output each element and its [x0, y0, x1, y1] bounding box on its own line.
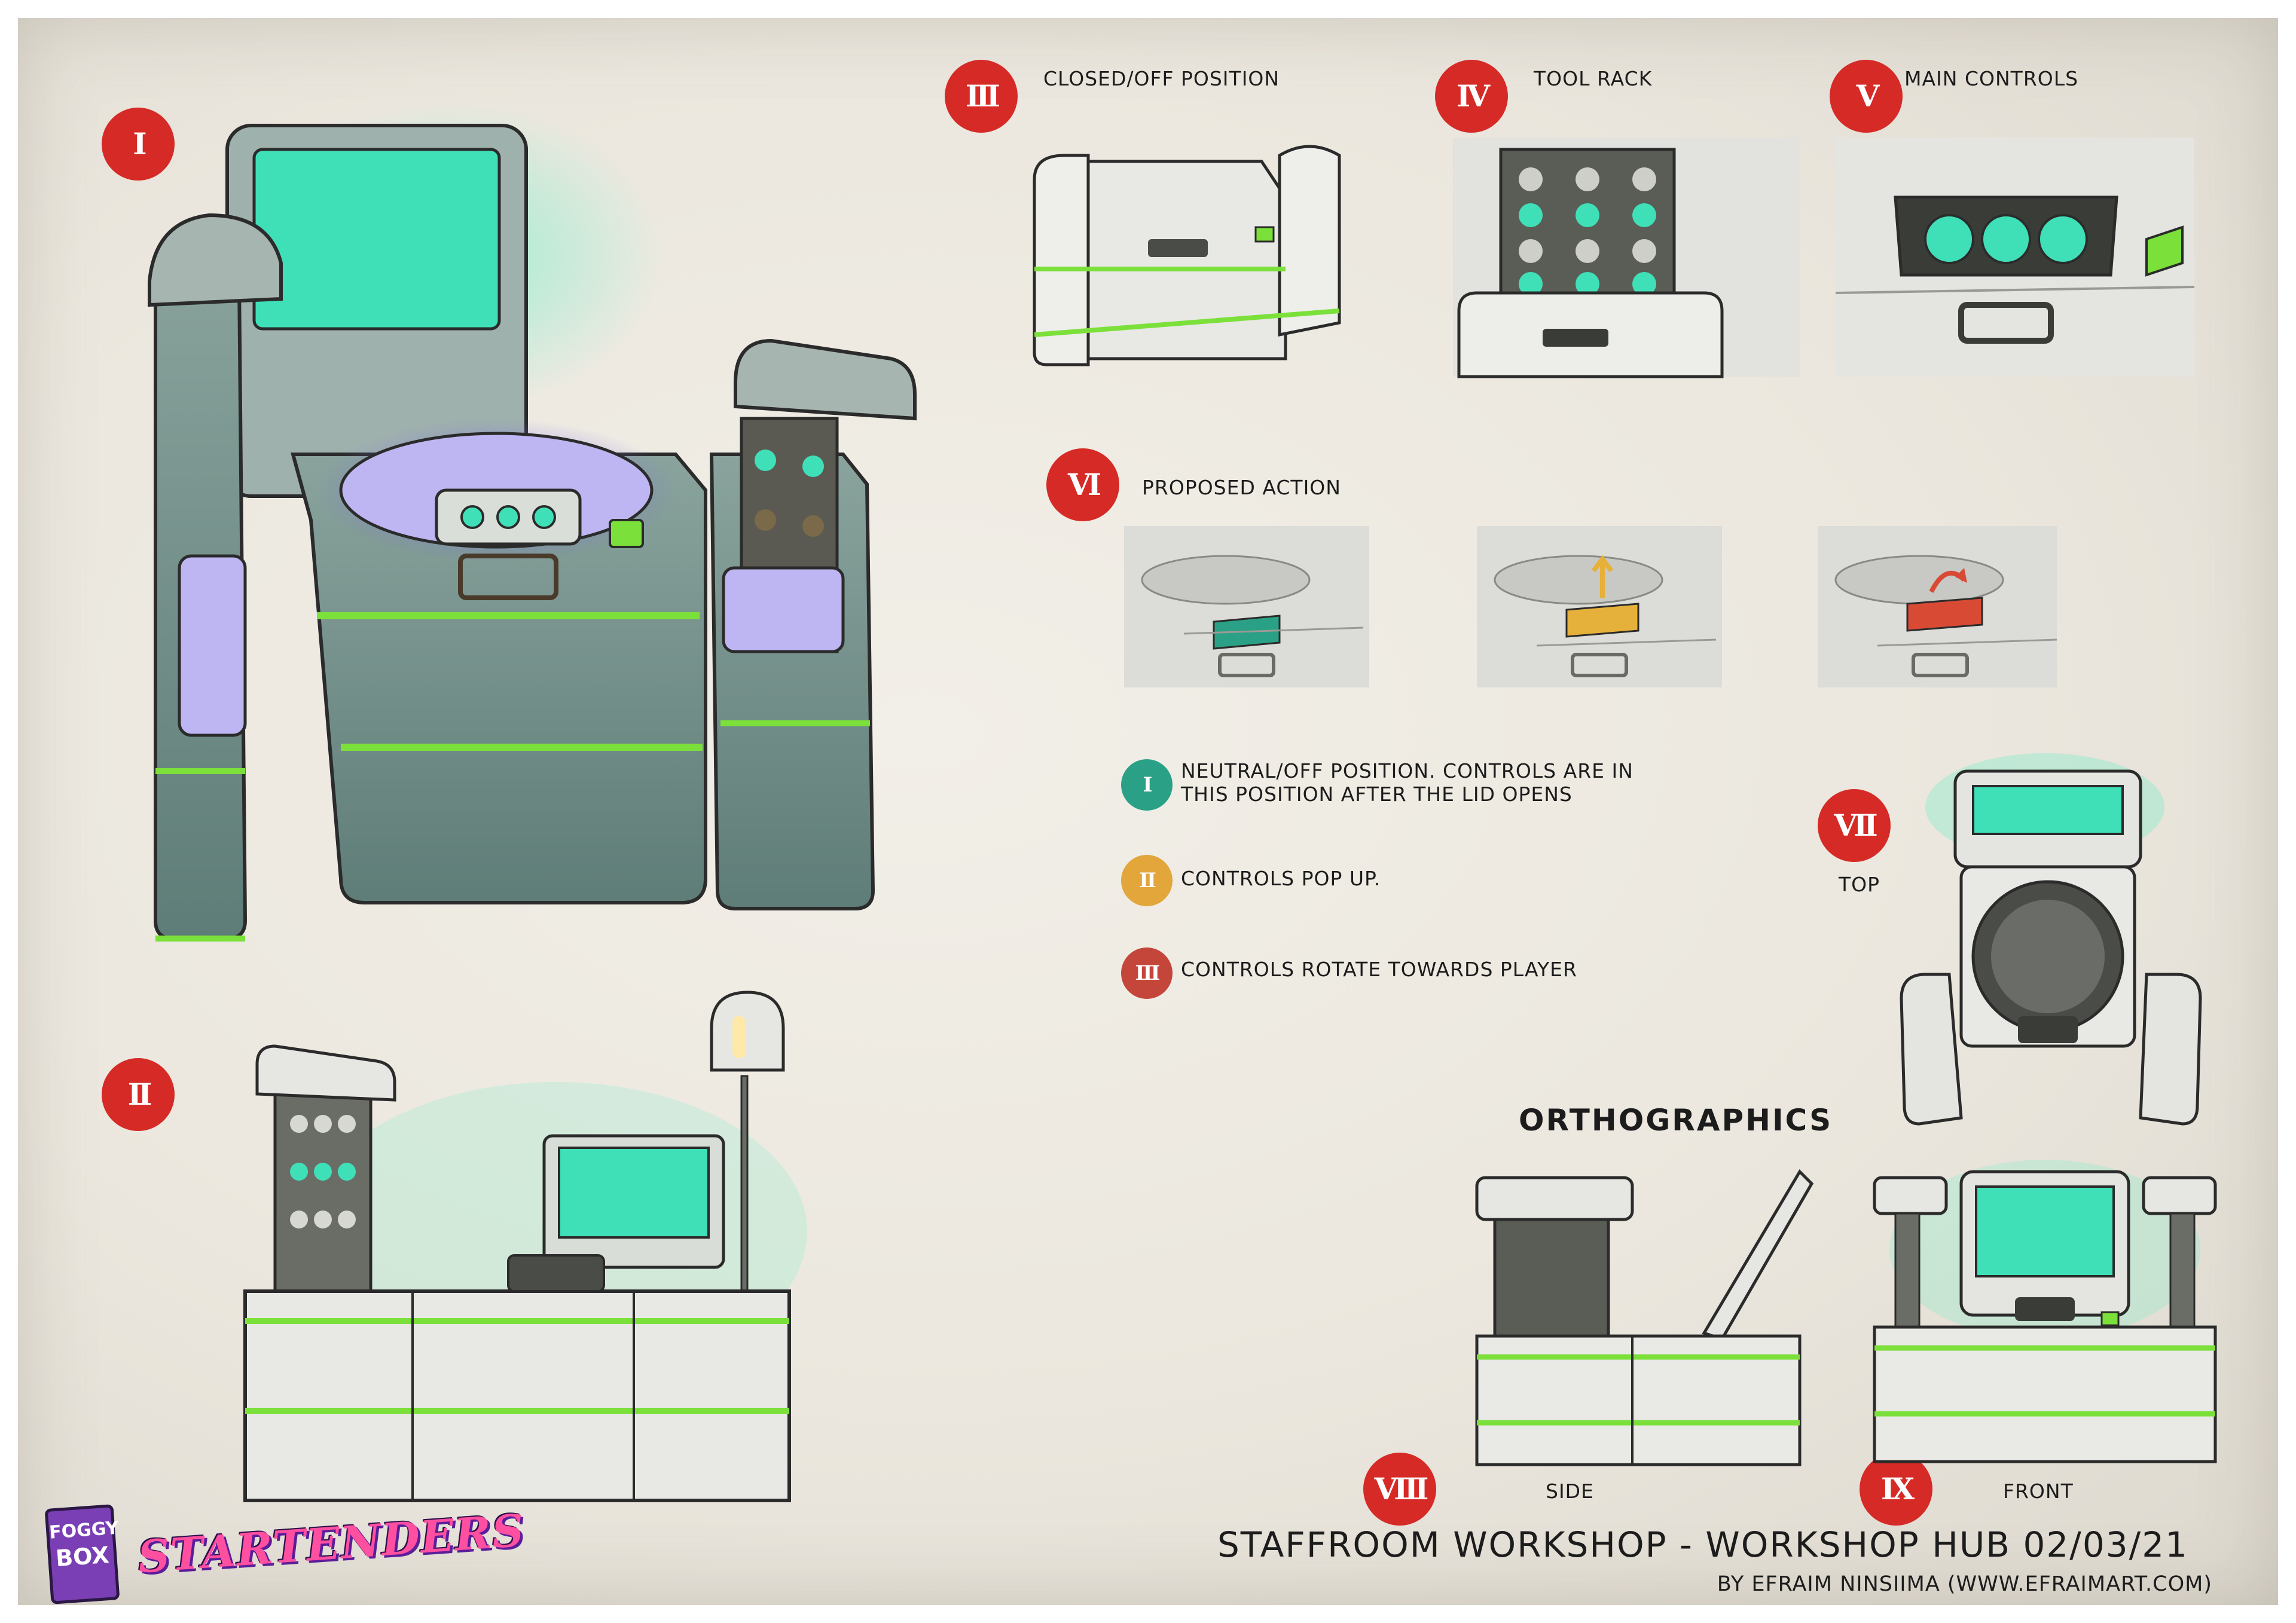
legend-text-rotate: CONTROLS ROTATE TOWARDS PLAYER [1181, 958, 1577, 981]
label-closed-off-position: CLOSED/OFF POSITION [1043, 67, 1280, 90]
foggy-box-logo-line2: BOX [54, 1541, 110, 1572]
render-hub-white [243, 991, 807, 1502]
badge-panel-6: VI [1046, 448, 1119, 521]
legend-badge-1: I [1121, 759, 1173, 811]
label-tool-rack: TOOL RACK [1534, 67, 1653, 90]
badge-panel-7: VII [1818, 789, 1891, 862]
legend-text-pop-up: CONTROLS POP UP. [1181, 867, 1381, 890]
badge-panel-1: I [102, 108, 175, 181]
badge-panel-9: IX [1860, 1453, 1932, 1526]
render-closed-position [1033, 145, 1341, 366]
render-top-view [1900, 753, 2202, 1126]
badge-panel-8: VIII [1363, 1453, 1436, 1526]
label-proposed-action: PROPOSED ACTION [1142, 476, 1341, 499]
render-main-controls [1835, 137, 2195, 377]
label-top: TOP [1839, 873, 1880, 896]
render-main-hub-teal [148, 102, 917, 942]
legend-badge-3: III [1121, 947, 1173, 999]
label-main-controls: MAIN CONTROLS [1904, 67, 2079, 90]
legend-badge-2: II [1121, 855, 1173, 906]
badge-panel-4: IV [1435, 60, 1508, 133]
badge-panel-5: V [1830, 60, 1903, 133]
legend-text-neutral: NEUTRAL/OFF POSITION. CONTROLS ARE IN TH… [1181, 759, 1634, 806]
render-action-pop-up [1477, 526, 1722, 687]
render-side-view [1475, 1169, 1814, 1466]
render-tool-rack [1453, 137, 1800, 378]
badge-panel-3: III [945, 60, 1018, 133]
heading-orthographics: ORTHOGRAPHICS [1519, 1103, 1833, 1138]
concept-sheet: I [18, 18, 2278, 1605]
render-front-view [1873, 1160, 2217, 1463]
sheet-title: STAFFROOM WORKSHOP - WORKSHOP HUB 02/03/… [1217, 1524, 2188, 1565]
label-side: SIDE [1546, 1480, 1594, 1503]
render-action-rotate [1818, 526, 2057, 687]
sheet-credit: BY EFRAIM NINSIIMA (WWW.EFRAIMART.COM) [1717, 1572, 2212, 1596]
foggy-box-logo: FOGGY BOX [44, 1504, 120, 1604]
render-action-neutral [1124, 526, 1369, 687]
label-front: FRONT [2003, 1480, 2074, 1503]
foggy-box-logo-line1: FOGGY [48, 1517, 120, 1543]
startenders-logo: STARTENDERS [136, 1505, 526, 1584]
badge-panel-2: II [102, 1058, 175, 1131]
